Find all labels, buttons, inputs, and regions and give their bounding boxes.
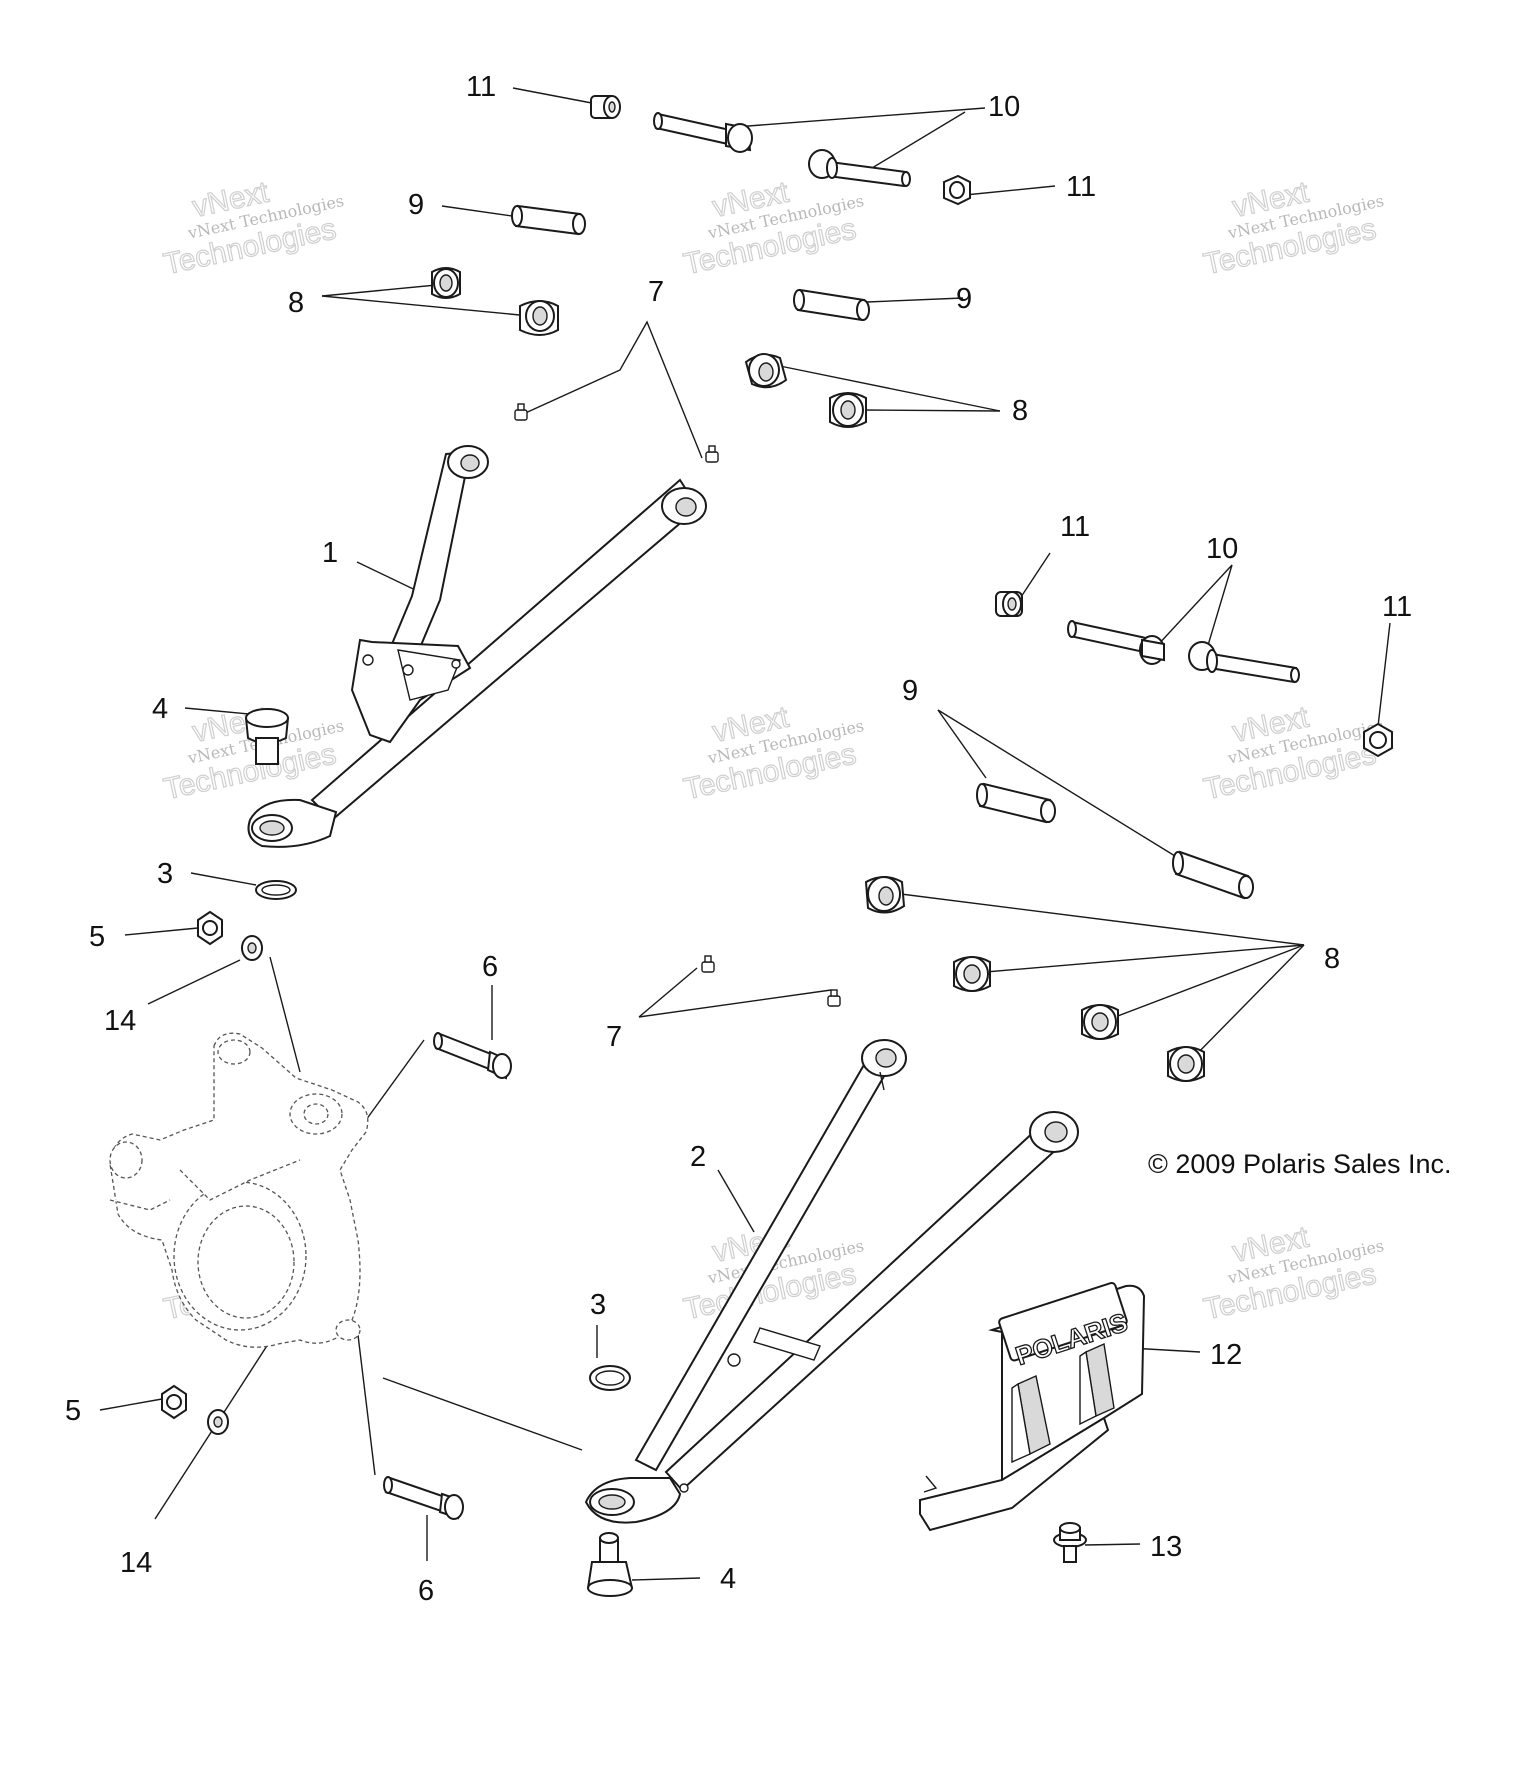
flange-nut [590, 95, 621, 119]
hardware-right [701, 591, 1393, 1082]
bushing [744, 353, 788, 389]
bushing [829, 392, 867, 428]
callout-10: 10 [988, 91, 1020, 123]
grease-fitting [827, 989, 841, 1007]
callout-14: 14 [120, 1547, 152, 1579]
hardware-left [161, 708, 512, 1520]
callouts: 11 10 11 9 8 7 9 8 1 11 10 11 4 9 3 5 6 … [65, 71, 1412, 1607]
bolt [1067, 620, 1165, 665]
callout-7: 7 [648, 276, 664, 308]
callout-12: 12 [1210, 1339, 1242, 1371]
flange-nut [1363, 722, 1393, 758]
spacer-tube [1172, 850, 1254, 900]
callout-2: 2 [690, 1141, 706, 1173]
leader-lines [99, 87, 1391, 1581]
bolt [433, 1032, 512, 1080]
lock-nut [161, 1384, 187, 1420]
steering-knuckle [109, 1032, 369, 1348]
bushing [953, 956, 991, 992]
callout-14: 14 [104, 1005, 136, 1037]
bolt [653, 112, 753, 153]
watermark: vNext vNext Technologies Technologies [160, 175, 345, 282]
grease-fitting [514, 403, 528, 421]
bolt [383, 1476, 464, 1520]
callout-9: 9 [902, 675, 918, 707]
bushing [864, 876, 906, 914]
bolt [1053, 1522, 1087, 1563]
spacer-tube [511, 204, 586, 236]
callout-6: 6 [418, 1575, 434, 1607]
flange-nut [943, 174, 971, 206]
bushing [1081, 1004, 1119, 1040]
bushing [431, 267, 461, 299]
callout-10: 10 [1206, 533, 1238, 565]
callout-3: 3 [590, 1289, 606, 1321]
callout-8: 8 [1324, 943, 1340, 975]
watermark: vNext vNext Technologies Technologies [1200, 175, 1385, 282]
washer [207, 1409, 229, 1435]
bushing [519, 300, 559, 336]
callout-9: 9 [408, 189, 424, 221]
hardware-top [431, 95, 971, 463]
watermark: vNext vNext Technologies Technologies [680, 175, 865, 282]
hardware-lower [586, 1365, 1087, 1597]
grease-fitting [705, 445, 719, 463]
callout-7: 7 [606, 1021, 622, 1053]
bushing [1167, 1046, 1205, 1082]
watermark: vNext vNext Technologies Technologies [680, 700, 865, 807]
watermark: vNext vNext Technologies Technologies [1200, 1220, 1385, 1327]
callout-13: 13 [1150, 1531, 1182, 1563]
callout-8: 8 [288, 287, 304, 319]
retaining-ring [589, 1365, 631, 1391]
bolt [808, 149, 911, 188]
lock-nut [197, 910, 223, 946]
callout-4: 4 [720, 1563, 736, 1595]
copyright-text: © 2009 Polaris Sales Inc. [1148, 1149, 1452, 1179]
callout-5: 5 [65, 1395, 81, 1427]
ball-joint [244, 708, 290, 765]
watermark: vNext vNext Technologies Technologies [160, 700, 345, 807]
callout-11: 11 [1060, 511, 1090, 543]
callout-6: 6 [482, 951, 498, 983]
lower-a-arm [584, 1039, 1079, 1524]
retaining-ring [255, 880, 297, 900]
bolt [1188, 641, 1300, 684]
callout-5: 5 [89, 921, 105, 953]
ball-joint [586, 1532, 634, 1597]
flange-nut [995, 591, 1023, 617]
callout-3: 3 [157, 858, 173, 890]
callout-9: 9 [956, 283, 972, 315]
spacer-tube [976, 782, 1056, 824]
callout-11: 11 [1066, 171, 1096, 203]
callout-11: 11 [1382, 591, 1412, 623]
spacer-tube [793, 288, 870, 322]
callout-1: 1 [322, 537, 338, 569]
callout-4: 4 [152, 693, 168, 725]
washer [241, 935, 263, 961]
skid-plate: POLARIS [919, 1281, 1146, 1532]
upper-a-arm [247, 445, 707, 848]
callout-11: 11 [466, 71, 496, 103]
callout-8: 8 [1012, 395, 1028, 427]
watermark: vNext vNext Technologies Technologies [1200, 700, 1385, 807]
grease-fitting [701, 955, 715, 973]
